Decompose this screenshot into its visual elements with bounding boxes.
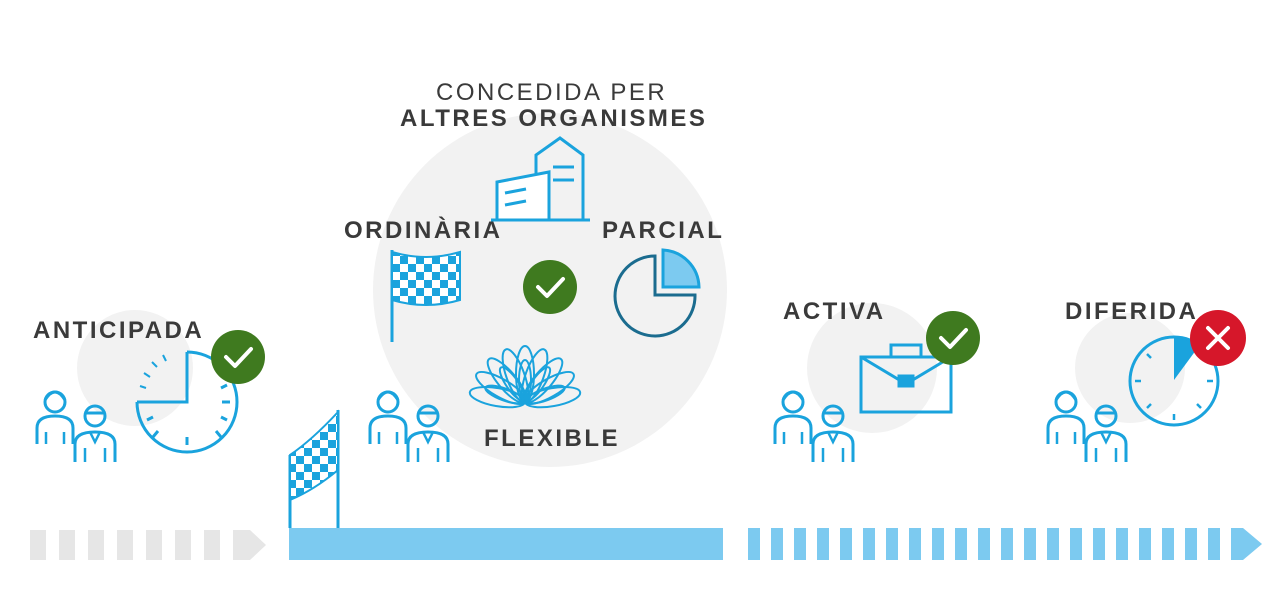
checkered-flag-icon [390,250,461,342]
flower-icon [468,345,582,409]
diferida-background-circle [1075,313,1185,423]
timeline-solid-bar [289,528,723,560]
cross-icon [1190,310,1246,366]
label-parcial: PARCIAL [602,217,725,244]
label-concedida-line2: ALTRES ORGANISMES [400,105,708,132]
building-icon [491,136,590,222]
check-icon-activa [924,309,982,367]
check-icon-anticipada [209,328,267,386]
label-ordinaria: ORDINÀRIA [344,217,503,244]
anticipada-background-circle [77,310,193,426]
central-check-icon [521,258,579,316]
label-diferida: DIFERIDA [1065,298,1199,325]
timeline-grey-arrow [30,530,266,560]
label-activa: ACTIVA [783,298,886,325]
label-concedida-line1: CONCEDIDA PER [436,79,668,106]
pie-chart-icon [613,248,701,338]
briefcase-icon [859,343,953,414]
label-anticipada: ANTICIPADA [33,317,205,344]
label-flexible: FLEXIBLE [484,425,621,452]
timeline-blue-arrow [748,528,1262,560]
timeline-start-flag-icon [288,409,340,528]
activa-background-circle [807,303,937,433]
